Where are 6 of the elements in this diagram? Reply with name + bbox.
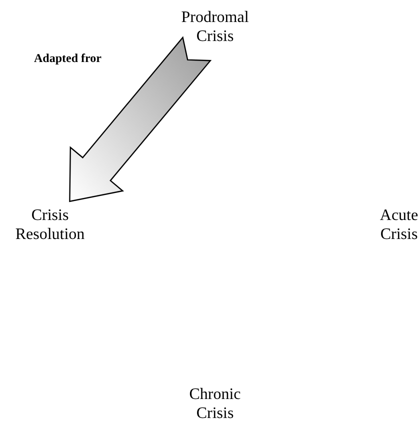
- stage-label: Acute Crisis: [379, 206, 418, 244]
- stage-label: Prodromal Crisis: [173, 8, 257, 46]
- stage-label: Crisis Resolution: [8, 206, 92, 244]
- stage-label: Chronic Crisis: [180, 385, 250, 423]
- block-arrow: [69, 36, 212, 202]
- source-note: Adapted fror: [34, 51, 102, 66]
